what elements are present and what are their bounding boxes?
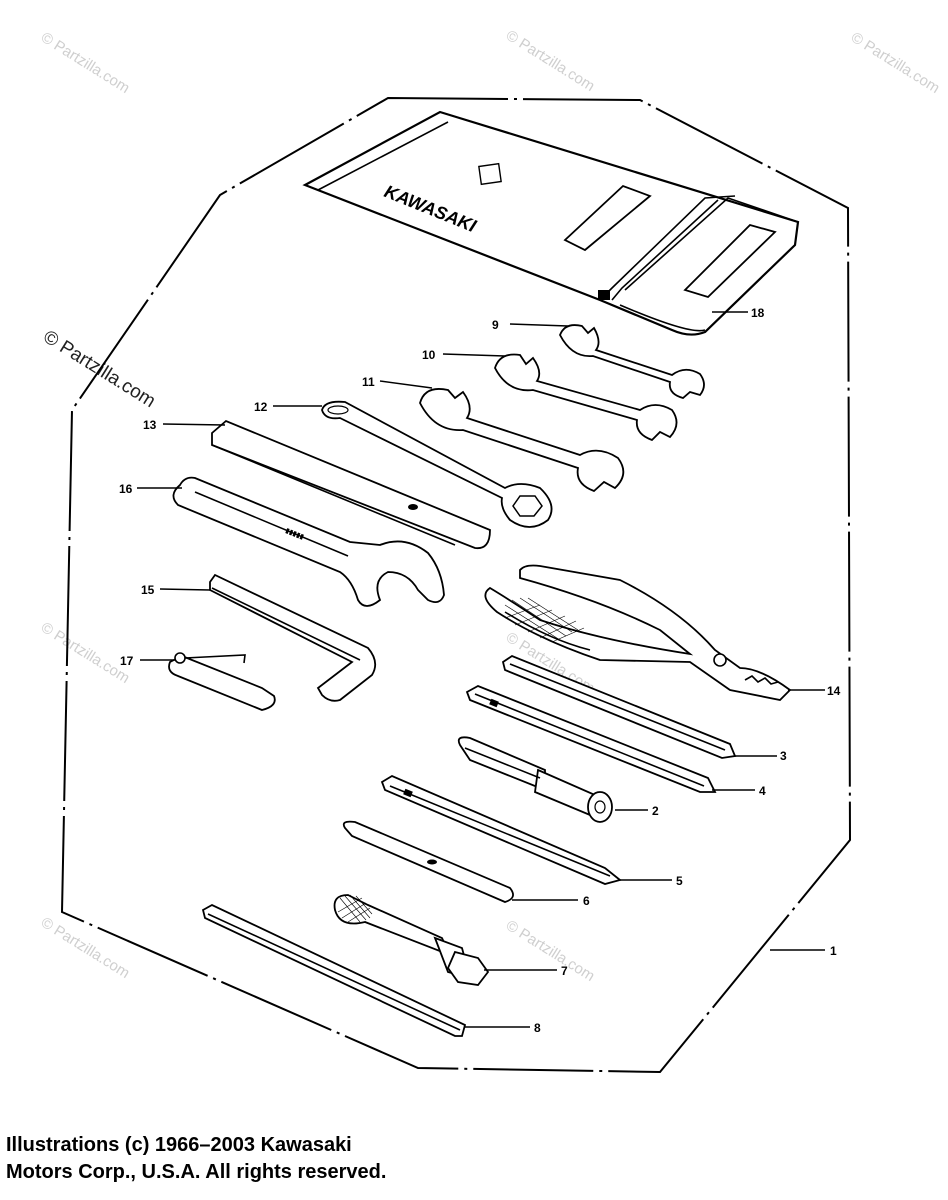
brand-logo-text: KAWASAKI [382, 181, 480, 236]
copyright-notice: Illustrations (c) 1966–2003 Kawasaki Mot… [6, 1132, 386, 1186]
spark-plug-wrench [333, 894, 490, 986]
callout-6: 6 [583, 894, 590, 908]
callout-13: 13 [143, 418, 157, 432]
callouts: 1 2 3 4 5 6 7 8 9 10 11 12 13 14 15 16 1… [119, 306, 841, 1035]
callout-17: 17 [120, 654, 134, 668]
callout-2: 2 [652, 804, 659, 818]
leader-lines [137, 311, 825, 1028]
callout-3: 3 [780, 749, 787, 763]
pliers [484, 564, 792, 701]
flat-extension-bar [211, 419, 491, 550]
box-end-wrench [321, 400, 553, 528]
open-end-wrench-medium [494, 353, 678, 442]
callout-10: 10 [422, 348, 436, 362]
flat-tool-bar [342, 820, 514, 903]
tool-bag: KAWASAKI [302, 110, 800, 336]
callout-1: 1 [830, 944, 837, 958]
open-end-wrench-small [559, 324, 705, 399]
watermarks: © Partzilla.com © Partzilla.com © Partzi… [38, 27, 943, 985]
callout-12: 12 [254, 400, 268, 414]
callout-15: 15 [141, 583, 155, 597]
watermark: © Partzilla.com [848, 29, 943, 97]
watermark: © Partzilla.com [503, 27, 598, 95]
copyright-line-1: Illustrations (c) 1966–2003 Kawasaki [6, 1134, 352, 1156]
callout-14: 14 [827, 684, 841, 698]
callout-11: 11 [362, 375, 375, 389]
copyright-line-2: Motors Corp., U.S.A. All rights reserved… [6, 1161, 387, 1183]
callout-9: 9 [492, 318, 499, 332]
screwdriver-handle [457, 736, 613, 823]
watermark: © Partzilla.com [38, 619, 133, 687]
kit-outline [60, 96, 852, 1074]
hex-key [209, 573, 377, 702]
callout-16: 16 [119, 482, 133, 496]
callout-7: 7 [561, 964, 568, 978]
watermark: © Partzilla.com [38, 29, 133, 97]
watermark: © Partzilla.com [38, 914, 133, 982]
screwdriver-blade-4 [465, 685, 717, 793]
feeler-gauge [168, 652, 276, 711]
callout-18: 18 [751, 306, 765, 320]
callout-8: 8 [534, 1021, 541, 1035]
tommy-bar [201, 903, 467, 1037]
callout-5: 5 [676, 874, 683, 888]
watermark: © Partzilla.com [503, 917, 598, 985]
callout-4: 4 [759, 784, 766, 798]
open-end-wrench-large [419, 388, 625, 493]
hook-spanner-wrench: ▮▮▮▮▮ [172, 476, 445, 607]
